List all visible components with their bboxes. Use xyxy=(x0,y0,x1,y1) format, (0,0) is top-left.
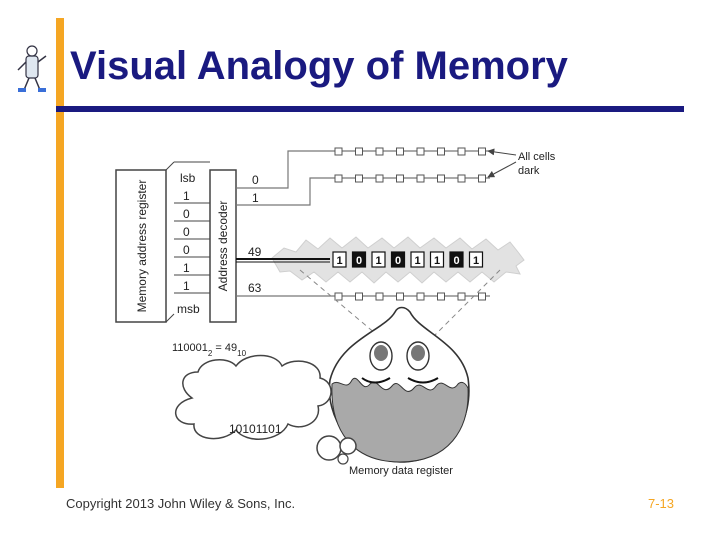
address-bit: 1 xyxy=(183,189,190,203)
memory-cell xyxy=(416,147,425,156)
address-bits: 1 0 0 0 1 1 xyxy=(174,189,210,294)
address-bit: 1 xyxy=(183,279,190,293)
address-bit: 0 xyxy=(183,207,190,221)
selected-cell xyxy=(390,251,406,268)
selected-cell-value: 1 xyxy=(336,255,342,267)
memory-cell xyxy=(437,174,445,183)
memory-cell xyxy=(416,292,425,301)
memory-data-register-face xyxy=(328,306,470,463)
msb-label: msb xyxy=(177,302,200,316)
memory-cell xyxy=(396,174,404,183)
memory-cell xyxy=(375,292,384,301)
slide-title: Visual Analogy of Memory xyxy=(70,44,568,88)
callout-line-1: All cells xyxy=(518,151,556,163)
copyright: Copyright 2013 John Wiley & Sons, Inc. xyxy=(66,496,296,511)
memory-cell xyxy=(355,174,363,183)
memory-cell xyxy=(375,174,384,183)
selected-cell xyxy=(429,251,445,268)
row-number-1: 1 xyxy=(252,191,259,205)
memory-cell xyxy=(334,292,343,301)
selected-cell xyxy=(449,251,464,268)
selected-cell xyxy=(371,251,386,268)
memory-cell xyxy=(416,174,425,183)
selected-cell-value: 0 xyxy=(395,255,401,267)
address-equation: 1100012 = 4910 xyxy=(172,342,247,358)
lsb-label: lsb xyxy=(180,171,196,185)
selected-cell-value: 1 xyxy=(375,255,381,267)
selected-cell xyxy=(351,251,367,268)
mascot-icon xyxy=(17,45,47,92)
address-decoder xyxy=(209,169,237,323)
row-number-63: 63 xyxy=(248,281,262,295)
memory-cell xyxy=(355,147,363,156)
callout-line-2: dark xyxy=(518,165,540,177)
thought-cloud xyxy=(174,354,357,465)
memory-cell xyxy=(334,147,343,156)
selected-cell-value: 0 xyxy=(453,255,459,267)
selected-cell xyxy=(468,251,484,268)
memory-cell xyxy=(355,292,363,301)
row-number-49: 49 xyxy=(248,245,262,259)
page-number: 7-13 xyxy=(648,496,675,511)
decoder-label: Address decoder xyxy=(216,201,230,292)
title-divider xyxy=(56,106,684,112)
memory-cell xyxy=(437,292,445,301)
memory-cell xyxy=(457,292,466,301)
selected-row-cells: 1 0 1 0 1 1 0 1 xyxy=(332,251,484,268)
memory-cell xyxy=(334,174,343,183)
memory-cell xyxy=(478,147,486,156)
memory-cell xyxy=(396,147,404,156)
selected-cell xyxy=(410,251,425,268)
data-register-label: Memory data register xyxy=(349,465,453,477)
selected-cell-value: 1 xyxy=(473,255,479,267)
memory-cell xyxy=(396,292,404,301)
register-label: Memory address register xyxy=(135,180,149,313)
memory-cell xyxy=(478,174,486,183)
memory-rows xyxy=(334,147,486,301)
memory-cell xyxy=(375,147,384,156)
memory-cell xyxy=(478,292,486,301)
memory-cell xyxy=(457,174,466,183)
selected-cell-value: 0 xyxy=(356,255,362,267)
address-bit: 0 xyxy=(183,225,190,239)
selected-cell-value: 1 xyxy=(434,255,440,267)
address-bit: 0 xyxy=(183,243,190,257)
accent-bar xyxy=(56,18,64,488)
address-bit: 1 xyxy=(183,261,190,275)
memory-cell xyxy=(437,147,445,156)
thought-value: 10101101 xyxy=(229,422,282,436)
memory-cell xyxy=(457,147,466,156)
selected-cell xyxy=(332,251,347,268)
memory-address-register xyxy=(115,169,167,323)
row-number-0: 0 xyxy=(252,173,259,187)
selected-cell-value: 1 xyxy=(414,255,420,267)
